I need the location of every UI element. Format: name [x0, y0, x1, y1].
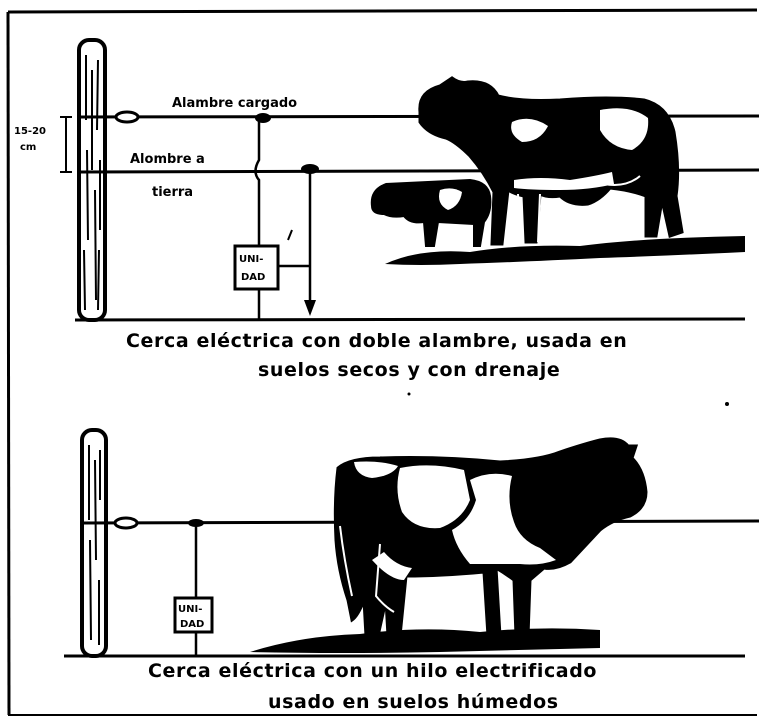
calf-top — [370, 178, 492, 247]
energizer-unit-top: UNI- DAD — [233, 244, 280, 291]
unit-label-bottom-line2: DAD — [180, 619, 204, 630]
cow-top — [418, 76, 684, 246]
single-wire-fence-diagram: UNI- DAD Cerca eléctrica con un hilo ele… — [64, 428, 759, 713]
unit-connections-top — [254, 118, 312, 320]
unit-label-bottom-line1: UNI- — [178, 604, 202, 615]
unit-label-top-line1: UNI- — [239, 254, 263, 265]
grass-top — [385, 236, 745, 265]
stray-mark — [287, 229, 293, 241]
caption-top-line1: Cerca eléctrica con doble alambre, usada… — [126, 330, 627, 352]
caption-top-line2: suelos secos y con drenaje — [258, 359, 560, 381]
speck — [725, 402, 729, 406]
speck — [407, 392, 411, 396]
fence-post-bottom — [80, 428, 108, 658]
spacing-value-label: 15-20 — [14, 126, 46, 137]
figure-frame — [6, 8, 758, 716]
live-wire-label: Alambre cargado — [172, 96, 297, 111]
cow-bottom — [333, 437, 648, 638]
ground-wire-label-line2: tierra — [152, 185, 193, 200]
ground-wire-label-line1: Alombre a — [130, 152, 205, 167]
fence-post-top — [77, 38, 107, 322]
ground-rod-arrow — [304, 300, 316, 316]
caption-bottom-line1: Cerca eléctrica con un hilo electrificad… — [148, 660, 597, 682]
double-wire-fence-diagram: 15-20 cm Alambre cargado Alombre a tierr… — [14, 38, 759, 381]
unit-label-top-line2: DAD — [241, 272, 265, 283]
energizer-unit-bottom: UNI- DAD — [173, 596, 214, 634]
spacing-unit-label: cm — [20, 142, 36, 153]
grass-bottom — [250, 628, 600, 653]
ground-line-top — [74, 317, 746, 322]
wire-spacing-bracket — [60, 116, 72, 173]
caption-bottom-line2: usado en suelos húmedos — [268, 691, 559, 713]
